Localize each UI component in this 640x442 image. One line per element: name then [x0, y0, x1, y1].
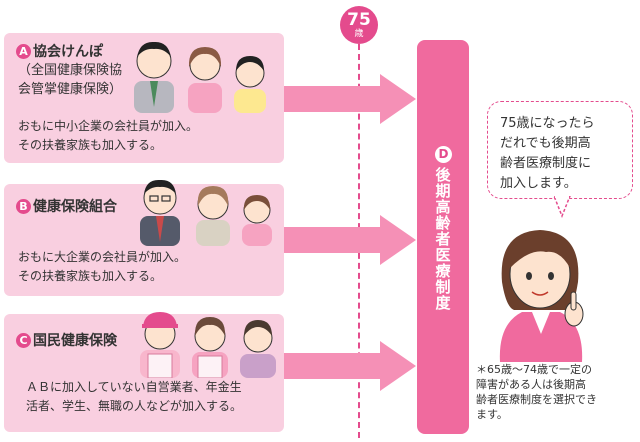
footnote-line: ます。 [476, 408, 508, 421]
group-a-box: A 協会けんぽ （全国健康保険協 会管掌健康保険） おもに中小企業の会社員が加入… [4, 33, 284, 163]
arrow-a-to-d [284, 74, 416, 124]
arrow-b-to-d [284, 215, 416, 265]
speech-bubble-tail [553, 196, 571, 218]
group-a-subtitle: （全国健康保険協 会管掌健康保険） [18, 61, 122, 99]
age-75-marker: 75 歳 [340, 6, 378, 44]
group-c-desc-line: 活者、学生、無職の人などが加入する。 [26, 399, 243, 413]
speech-line: 齢者医療制度に [500, 156, 592, 171]
footnote: ＊65歳～74歳で一定の 障害がある人は後期高 齢者医療制度を選択でき ます。 [476, 362, 636, 422]
speech-bubble-text: 75歳になったら だれでも後期高 齢者医療制度に 加入します。 [500, 114, 595, 194]
group-a-desc-line: おもに中小企業の会社員が加入。 [18, 119, 199, 133]
group-c-description: ＡＢに加入していない自営業者、年金生 活者、学生、無職の人などが加入する。 [26, 378, 242, 416]
group-a-title: 協会けんぽ [33, 44, 103, 60]
speech-line: 加入します。 [500, 176, 577, 191]
company-employees-illustration [140, 179, 272, 246]
group-c-title-row: C 国民健康保険 [16, 330, 117, 350]
office-workers-illustration [134, 41, 266, 113]
age-number: 75 [347, 10, 371, 30]
group-a-desc-line: その扶養家族も加入する。 [18, 138, 163, 152]
group-c-desc-line: ＡＢに加入していない自営業者、年金生 [26, 380, 242, 394]
group-a-badge: A [16, 43, 31, 59]
group-d-badge: D [434, 146, 452, 163]
group-b-description: おもに大企業の会社員が加入。 その扶養家族も加入する。 [18, 248, 186, 286]
footnote-line: 齢者医療制度を選択でき [476, 393, 597, 406]
group-b-desc-line: その扶養家族も加入する。 [18, 269, 163, 283]
speech-line: 75歳になったら [500, 116, 595, 131]
group-c-badge: C [16, 332, 31, 348]
group-c-title: 国民健康保険 [33, 333, 117, 349]
presenter-woman-illustration [499, 230, 584, 362]
group-b-desc-line: おもに大企業の会社員が加入。 [18, 250, 187, 264]
group-a-title-row: A 協会けんぽ [16, 41, 103, 61]
speech-bubble: 75歳になったら だれでも後期高 齢者医療制度に 加入します。 [487, 101, 633, 199]
group-b-title-row: B 健康保険組合 [16, 196, 117, 216]
footnote-line: ＊65歳～74歳で一定の [476, 363, 592, 376]
group-b-title: 健康保険組合 [33, 199, 117, 215]
speech-line: だれでも後期高 [500, 136, 591, 151]
late-elderly-medical-system-bar [417, 40, 469, 434]
group-b-box: B 健康保険組合 おもに大企業の会社員が加入。 その扶養家族も加入する。 [4, 179, 284, 296]
group-a-subtitle-line: 会管掌健康保険） [18, 82, 123, 97]
group-b-badge: B [16, 198, 31, 214]
late-elderly-medical-system-label: D 後期高齢者医療制度 [418, 146, 468, 311]
age-unit: 歳 [354, 29, 364, 39]
group-c-box: C 国民健康保険 ＡＢに加入していない自営業者、年金生 活者、学生、無職の人など… [4, 312, 284, 432]
group-d-title: 後期高齢者医療制度 [433, 167, 452, 311]
self-employed-illustration [140, 312, 276, 378]
group-a-description: おもに中小企業の会社員が加入。 その扶養家族も加入する。 [18, 117, 198, 155]
group-a-subtitle-line: （全国健康保険協 [18, 63, 123, 78]
arrow-c-to-d [284, 341, 416, 391]
footnote-line: 障害がある人は後期高 [476, 378, 586, 391]
